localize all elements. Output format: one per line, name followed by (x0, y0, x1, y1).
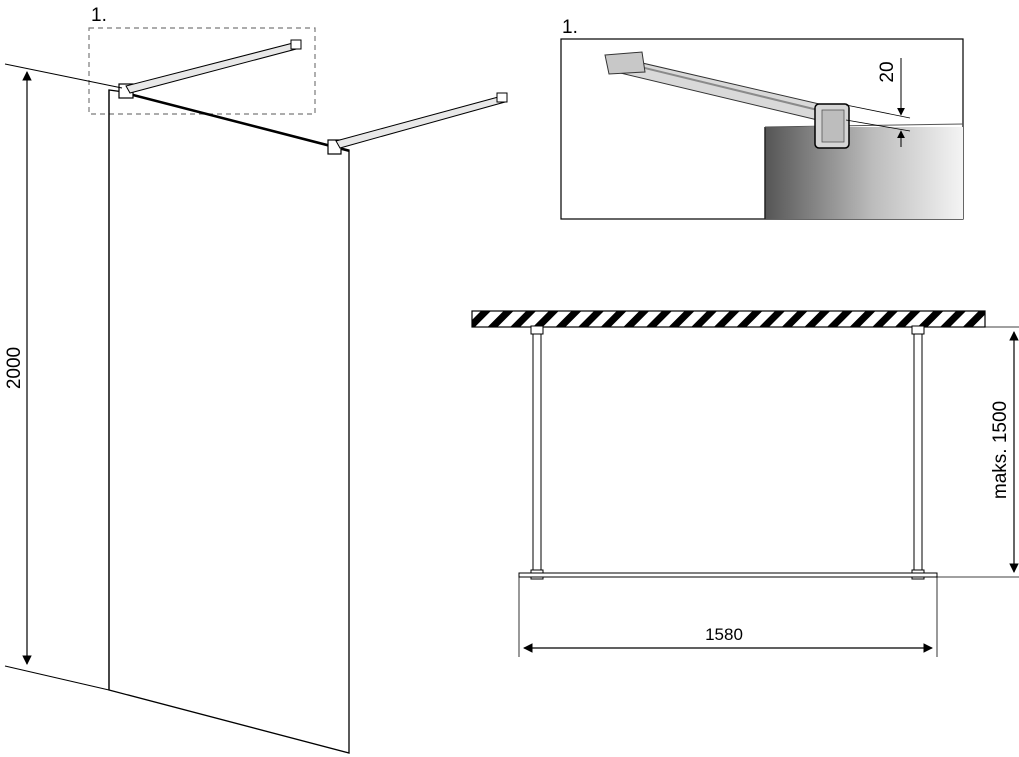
detail-glass-top (764, 123, 964, 128)
detail-clamp-face (821, 109, 845, 143)
height-ext-bottom (4, 665, 110, 691)
top-view-bracket-left-top (530, 325, 544, 335)
offset-ext-bottom (845, 119, 911, 132)
offset-dimension-label: 20 (877, 61, 898, 82)
callout-main-label: 1. (91, 5, 107, 26)
detail-glass-panel (765, 127, 963, 219)
top-view-bracket-right-top (911, 325, 925, 335)
support-bar-right (335, 95, 506, 149)
wall-section (471, 310, 986, 328)
callout-detail-label: 1. (562, 17, 578, 38)
top-view: maks. 1500 1580 (471, 310, 1019, 657)
offset-ext-top (845, 104, 911, 119)
height-dimension-label: 2000 (4, 347, 25, 389)
detail-bar-end (604, 51, 646, 75)
perspective-view: 1. 2000 (4, 5, 508, 754)
detail-view: 1. 20 (560, 17, 964, 220)
width-dimension-label: 1580 (705, 625, 743, 644)
support-bar-left (125, 41, 301, 94)
glass-panel (108, 89, 350, 754)
support-bar-left-end (290, 39, 302, 50)
glass-top-edge (123, 92, 350, 152)
detail-bar-highlight (619, 61, 827, 113)
support-bar-right-end (496, 92, 508, 103)
height-ext-top (4, 63, 123, 89)
top-view-bar-left (532, 328, 542, 575)
depth-dimension-label: maks. 1500 (990, 401, 1011, 499)
top-view-glass (518, 572, 938, 578)
top-view-bar-right (913, 328, 923, 575)
